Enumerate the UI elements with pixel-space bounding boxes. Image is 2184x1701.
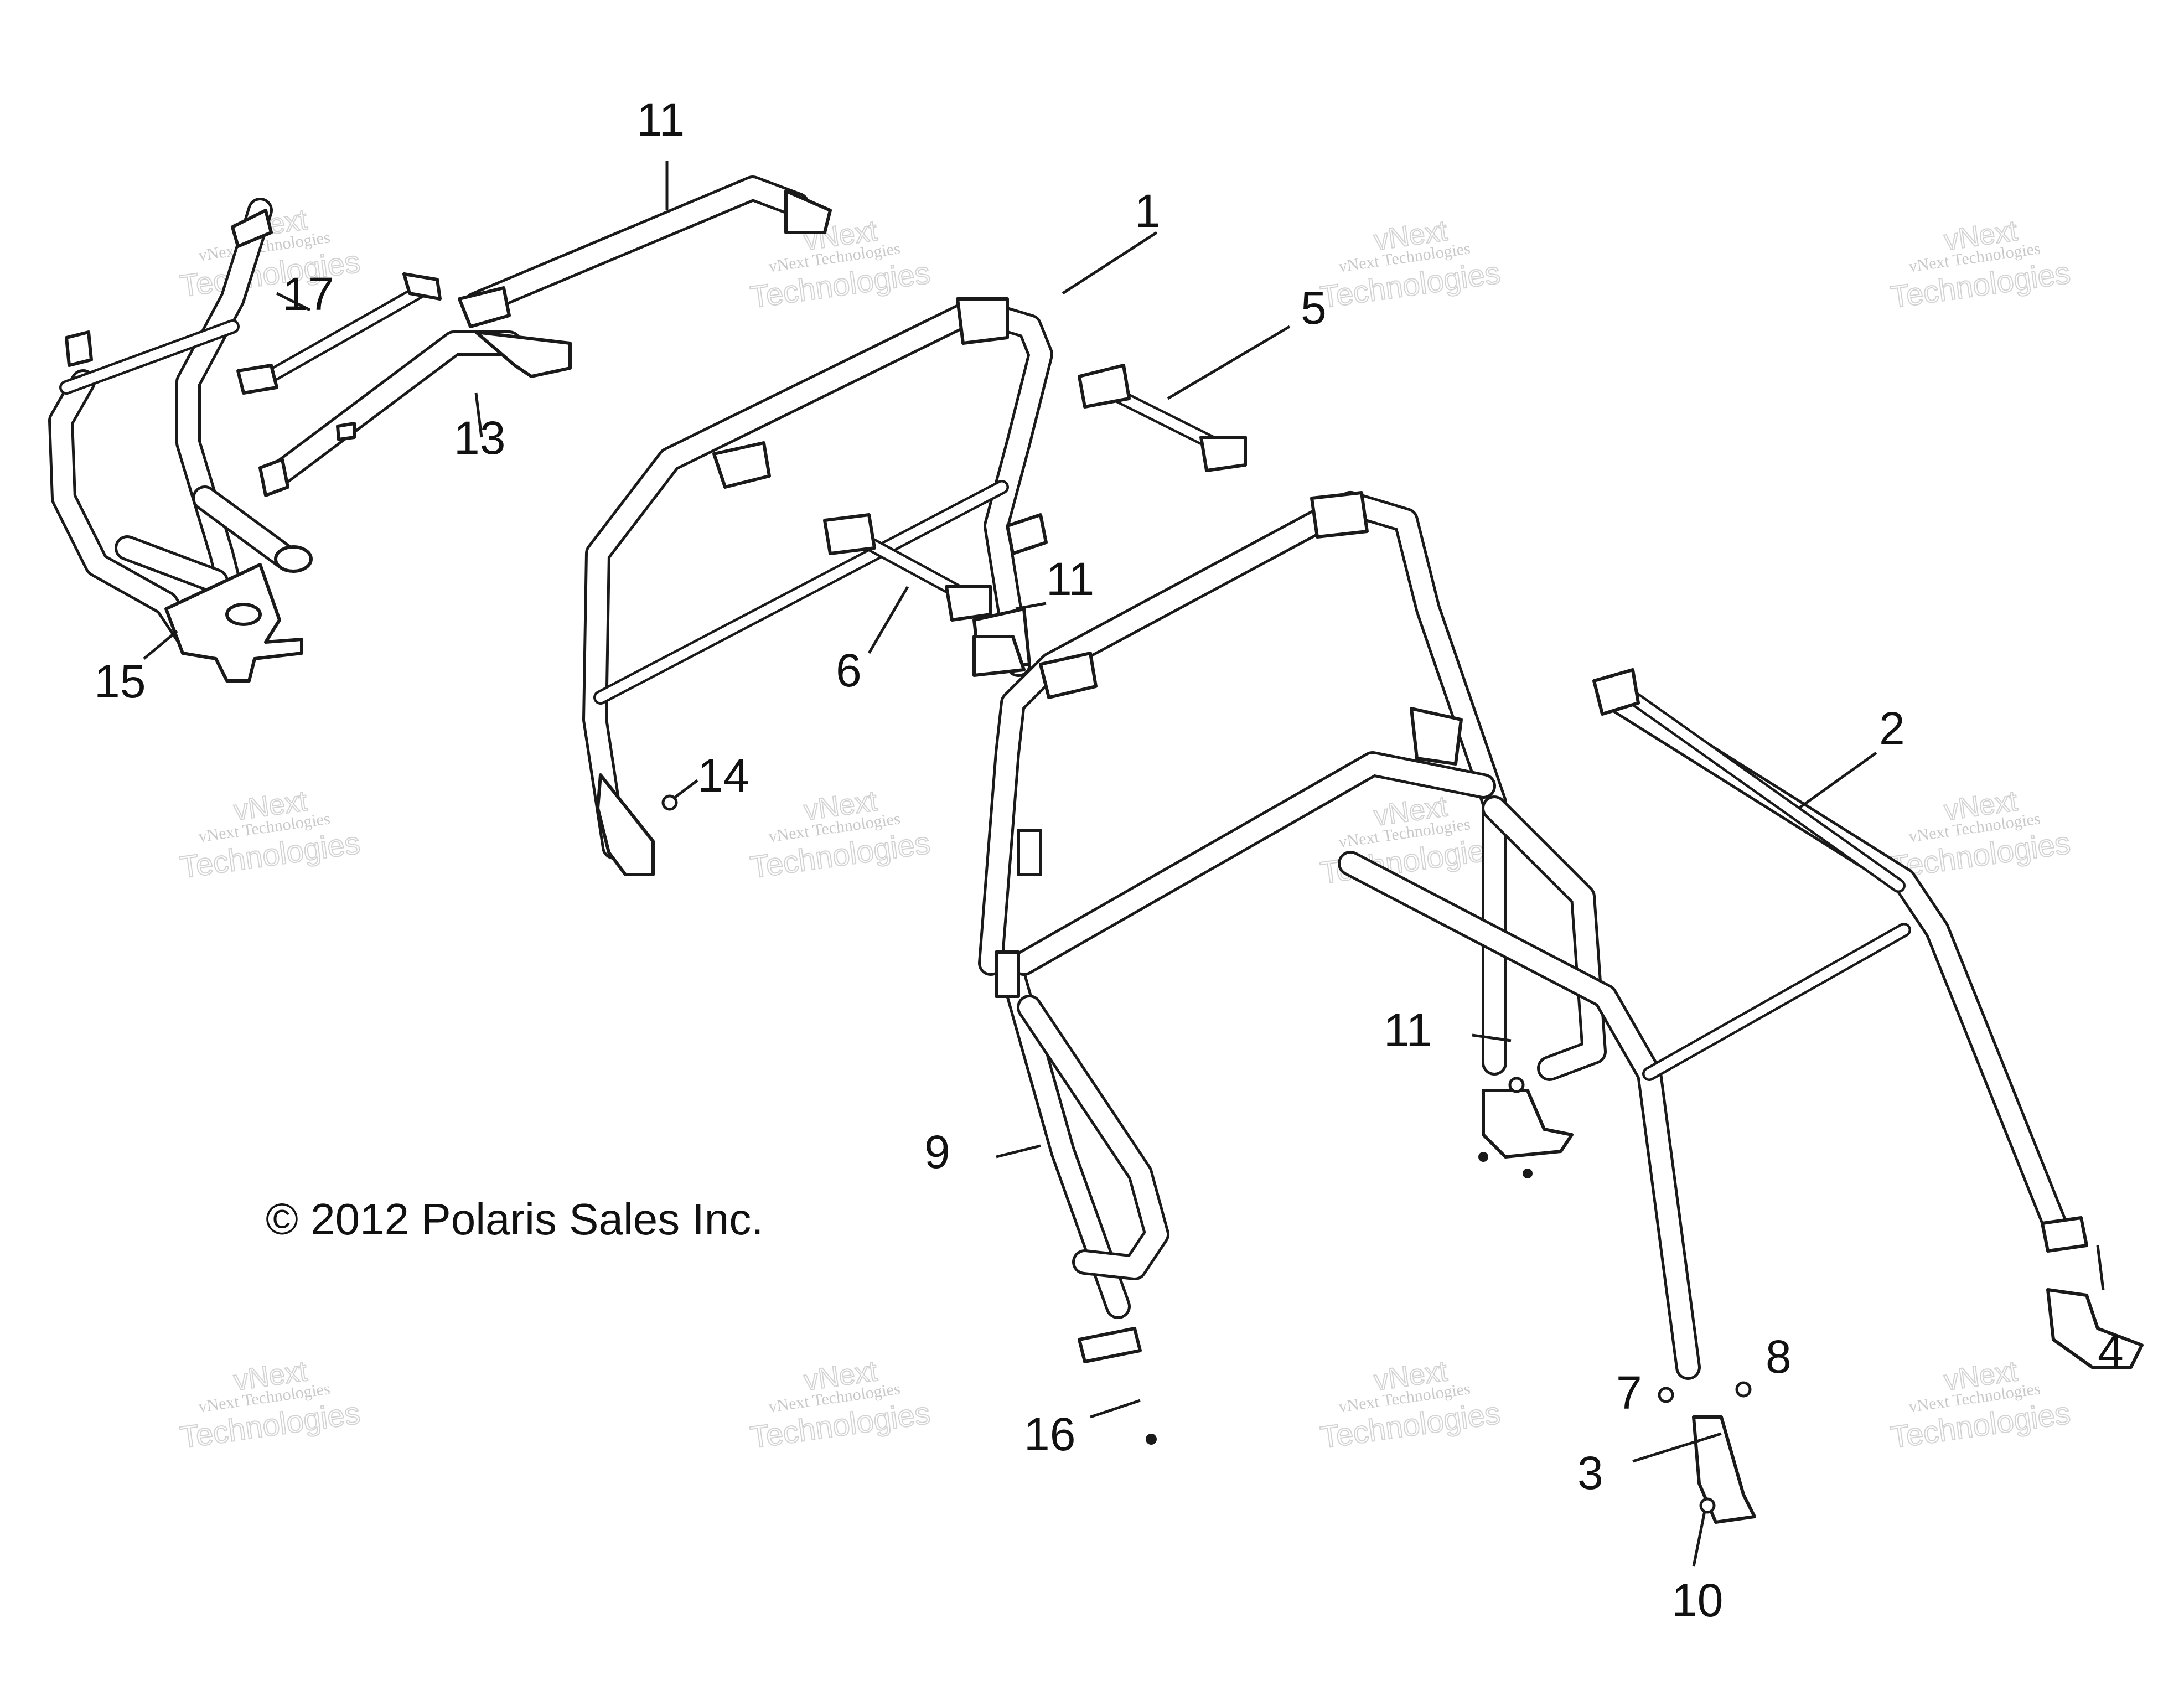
watermark: vNext vNext Technologies Technologies [178, 1354, 363, 1455]
fastener-group [661, 794, 1752, 1514]
callout-15: 15 [94, 655, 146, 707]
callout-5: 5 [1301, 282, 1327, 334]
watermark: vNext vNext Technologies Technologies [1888, 1354, 2073, 1455]
copyright-notice: © 2012 Polaris Sales Inc. [266, 1195, 763, 1244]
callout-10: 10 [1671, 1574, 1723, 1626]
callout-17: 17 [282, 268, 334, 320]
part-13-rear-bar [192, 330, 572, 573]
callout-11-upper: 11 [1046, 553, 1094, 605]
watermark: vNext vNext Technologies Technologies [178, 784, 363, 885]
bolt-7-icon [1658, 1387, 1674, 1403]
callout-6: 6 [836, 644, 862, 696]
bolt-11-icon [1508, 1077, 1525, 1093]
nut-8-icon [1735, 1381, 1752, 1398]
part-2-rear-bar [1592, 668, 2088, 1253]
watermark: vNext vNext Technologies Technologies [1888, 784, 2073, 885]
nut-icon [1478, 1152, 1488, 1162]
bolt-14-icon [661, 794, 678, 811]
part-6-brace [823, 513, 992, 622]
watermark: vNext vNext Technologies Technologies [1318, 790, 1503, 891]
callout-2: 2 [1879, 702, 1905, 754]
part-4-mount [2046, 1288, 2144, 1369]
watermark: vNext vNext Technologies Technologies [748, 214, 933, 315]
part-9-main-cage [978, 491, 1911, 1380]
callout-7: 7 [1616, 1367, 1642, 1419]
nut-icon [1523, 1169, 1533, 1178]
watermark: vNext vNext Technologies Technologies [748, 784, 933, 885]
part-5-brace [1078, 364, 1247, 472]
part-12-top-bar [458, 175, 832, 328]
bolt-10-icon [1699, 1497, 1716, 1514]
part-11-mount [972, 635, 1574, 1159]
part-3-mount [1692, 1415, 1756, 1524]
callout-16: 16 [1024, 1408, 1075, 1460]
callout-14: 14 [697, 749, 749, 802]
nut-16-icon [1146, 1434, 1157, 1445]
callout-13: 13 [454, 412, 505, 464]
watermark: vNext vNext Technologies Technologies [1888, 214, 2073, 315]
callout-8: 8 [1766, 1331, 1792, 1383]
part-15-front-frame [48, 198, 303, 683]
part-17-cross-bar [236, 272, 442, 395]
leader-lines [143, 161, 2105, 1567]
callout-3: 3 [1577, 1447, 1603, 1499]
part-1-front-hoop [582, 297, 1053, 876]
callout-11-lower: 11 [1384, 1004, 1432, 1056]
callout-4: 4 [2098, 1325, 2124, 1377]
watermark: vNext vNext Technologies Technologies [1318, 1354, 1503, 1455]
callout-12: 11 [636, 94, 685, 146]
watermark: vNext vNext Technologies Technologies [748, 1354, 933, 1455]
callout-1: 1 [1135, 185, 1161, 237]
callout-9: 9 [924, 1126, 950, 1178]
watermark: vNext vNext Technologies Technologies [1318, 214, 1503, 315]
callouts: 11 1 5 17 13 11 6 15 14 2 11 9 7 8 4 16 … [94, 94, 2124, 1626]
